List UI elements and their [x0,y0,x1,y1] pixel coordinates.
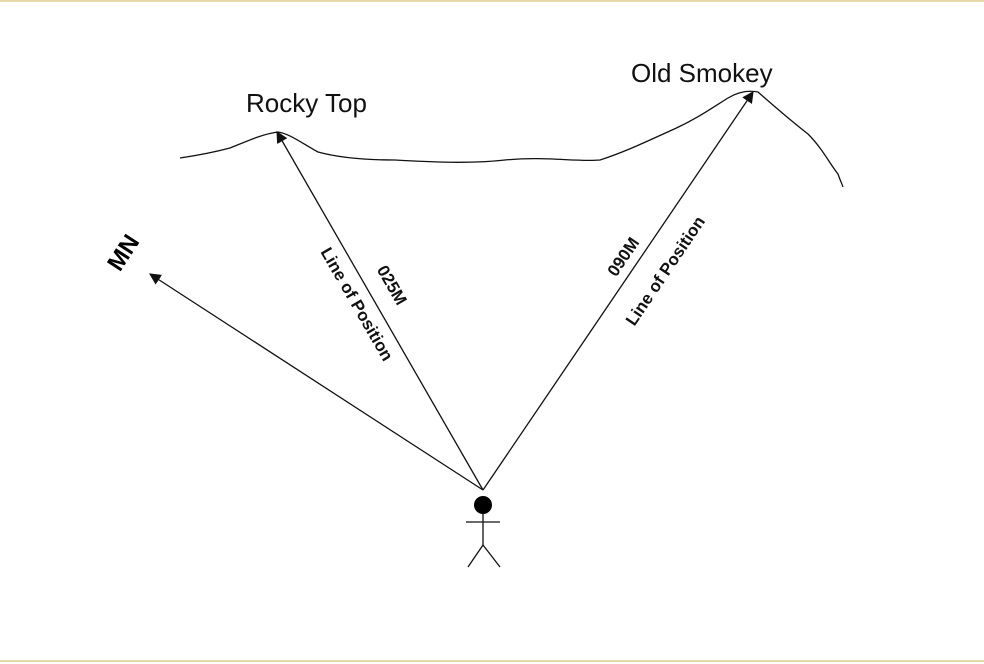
bearing-label-rocky-top: 025M [373,262,411,308]
magnetic-north-label: MN [102,230,145,276]
peak-label-old-smokey: Old Smokey [631,58,773,88]
magnetic-north-arrow [149,273,484,491]
line-of-position-label-rocky-top: Line of Position [317,244,397,364]
line-of-position-old-smokey [482,91,754,491]
line-of-position-rocky-top [276,130,484,491]
line-of-position-label-old-smokey: Line of Position [622,213,709,329]
peak-label-rocky-top: Rocky Top [246,88,367,118]
bearing-label-old-smokey: 090M [604,234,644,280]
observer-stick-figure-icon [466,496,501,568]
